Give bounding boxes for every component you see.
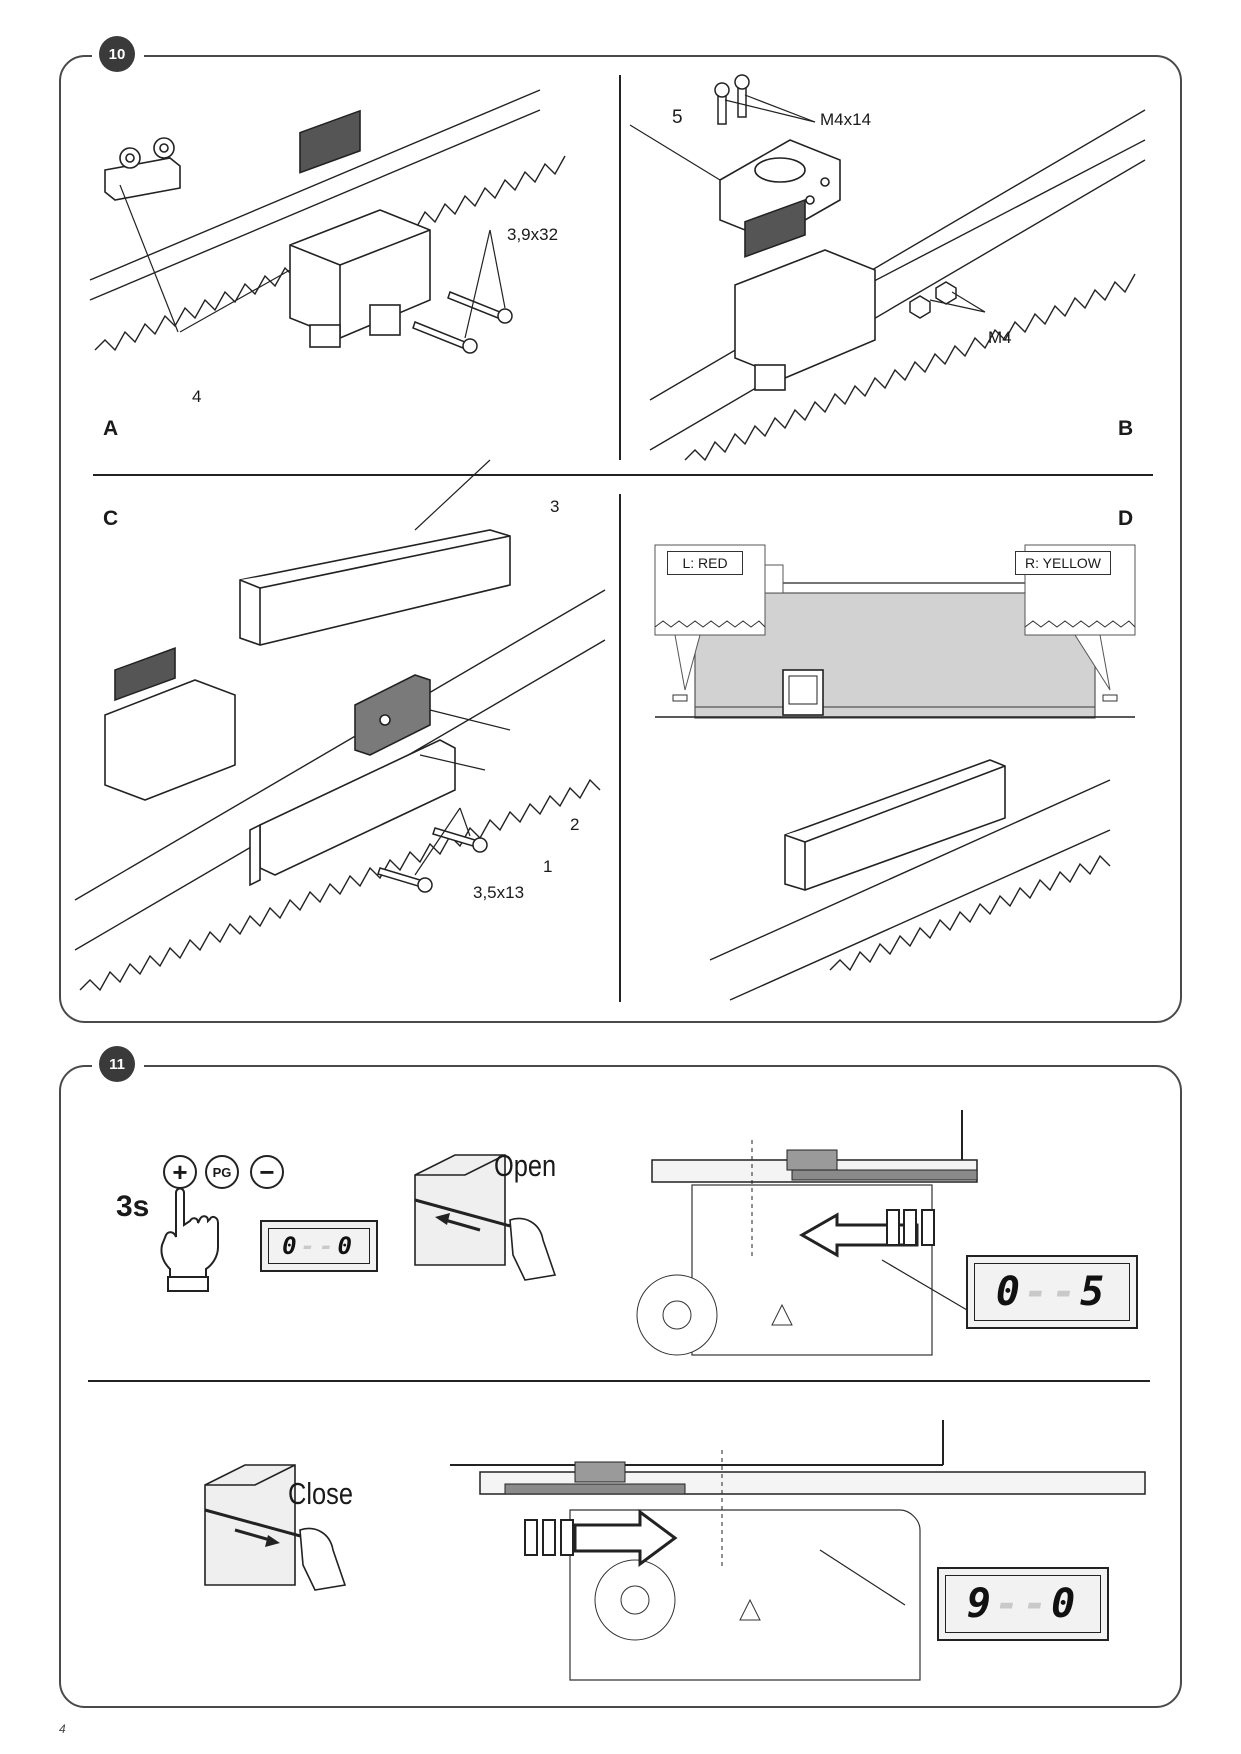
screw-icons (412, 291, 513, 354)
screw-icons-b (714, 74, 750, 125)
figure-11-frame (59, 1065, 1182, 1708)
close-label: Close (288, 1476, 353, 1511)
assembled-cover-icon (784, 759, 1006, 891)
part-4-callout: 4 (192, 387, 202, 406)
display-close-digit-2: - (994, 1581, 1023, 1627)
pg-button: PG (205, 1155, 239, 1189)
part-3-callout: 3 (550, 497, 560, 516)
open-motor-diagram (636, 1110, 978, 1356)
display-open-digit-3: - (1052, 1269, 1081, 1315)
open-gate-hand-icon (414, 1154, 557, 1281)
display-open-digit-4: 5 (1080, 1269, 1109, 1315)
panel-d-letter: D (1118, 507, 1134, 530)
figure-10-frame (59, 55, 1182, 1023)
panel-b-drawing (629, 74, 1146, 462)
divider-open-close (88, 1380, 1150, 1382)
screw-size-callout-c: 3,5x13 (473, 883, 525, 902)
part-2-magnet-icon (354, 674, 431, 756)
part-1-callout: 1 (543, 857, 553, 876)
display-initial-digit-1: 0 (282, 1232, 301, 1260)
panel-c-letter: C (103, 507, 119, 530)
panel-b-letter: B (1118, 417, 1134, 440)
display-open: 0 - - 5 (966, 1255, 1138, 1329)
panel-a-drawing (89, 89, 566, 354)
divider-cd (619, 494, 621, 1002)
display-close: 9 - - 0 (937, 1567, 1109, 1641)
figure-11-badge: 11 (99, 1046, 135, 1082)
page-number: 4 (59, 1722, 66, 1736)
display-initial: 0 - - 0 (260, 1220, 378, 1272)
display-open-digit-2: - (1023, 1269, 1052, 1315)
left-limit-tag: L: RED (667, 551, 743, 575)
divider-top-bottom (93, 474, 1153, 476)
pressing-hand-icon (160, 1187, 219, 1292)
hold-time-label: 3s (116, 1190, 150, 1223)
close-motor-diagram (450, 1420, 1146, 1681)
panel-c-drawing (74, 459, 606, 992)
display-open-digit-1: 0 (995, 1269, 1024, 1315)
minus-button: − (250, 1155, 284, 1189)
panel-d-assembled-drawing (709, 759, 1111, 1001)
screw-size-callout-b: M4x14 (820, 110, 872, 129)
part-5-cap-icon (719, 139, 841, 241)
display-initial-digit-2: - (300, 1232, 319, 1260)
panel-d-gate-diagram (654, 544, 1136, 719)
bracket-icon-c (104, 647, 236, 801)
part-5-callout: 5 (672, 107, 683, 128)
display-close-digit-1: 9 (966, 1581, 995, 1627)
screw-icons-c (377, 827, 488, 893)
part-1-holder-icon (249, 739, 456, 887)
part-3-cover-icon (239, 529, 511, 646)
panel-a-letter: A (103, 417, 119, 440)
right-limit-tag: R: YELLOW (1015, 551, 1111, 575)
display-initial-digit-4: 0 (337, 1232, 356, 1260)
figure-10-badge: 10 (99, 36, 135, 72)
display-initial-digit-3: - (319, 1232, 338, 1260)
part-4-bracket-icon (289, 109, 431, 348)
part-4-clip-icon (104, 137, 181, 201)
display-close-digit-3: - (1023, 1581, 1052, 1627)
nut-icons (909, 281, 957, 319)
close-gate-hand-icon (204, 1464, 347, 1591)
display-close-digit-4: 0 (1051, 1581, 1080, 1627)
plus-button: + (163, 1155, 197, 1189)
screw-size-callout-a: 3,9x32 (507, 225, 559, 244)
part-2-callout: 2 (570, 815, 580, 834)
open-label: Open (494, 1148, 557, 1183)
divider-ab (619, 75, 621, 460)
bracket-icon-b (734, 198, 876, 391)
nut-size-callout: M4 (988, 328, 1012, 347)
